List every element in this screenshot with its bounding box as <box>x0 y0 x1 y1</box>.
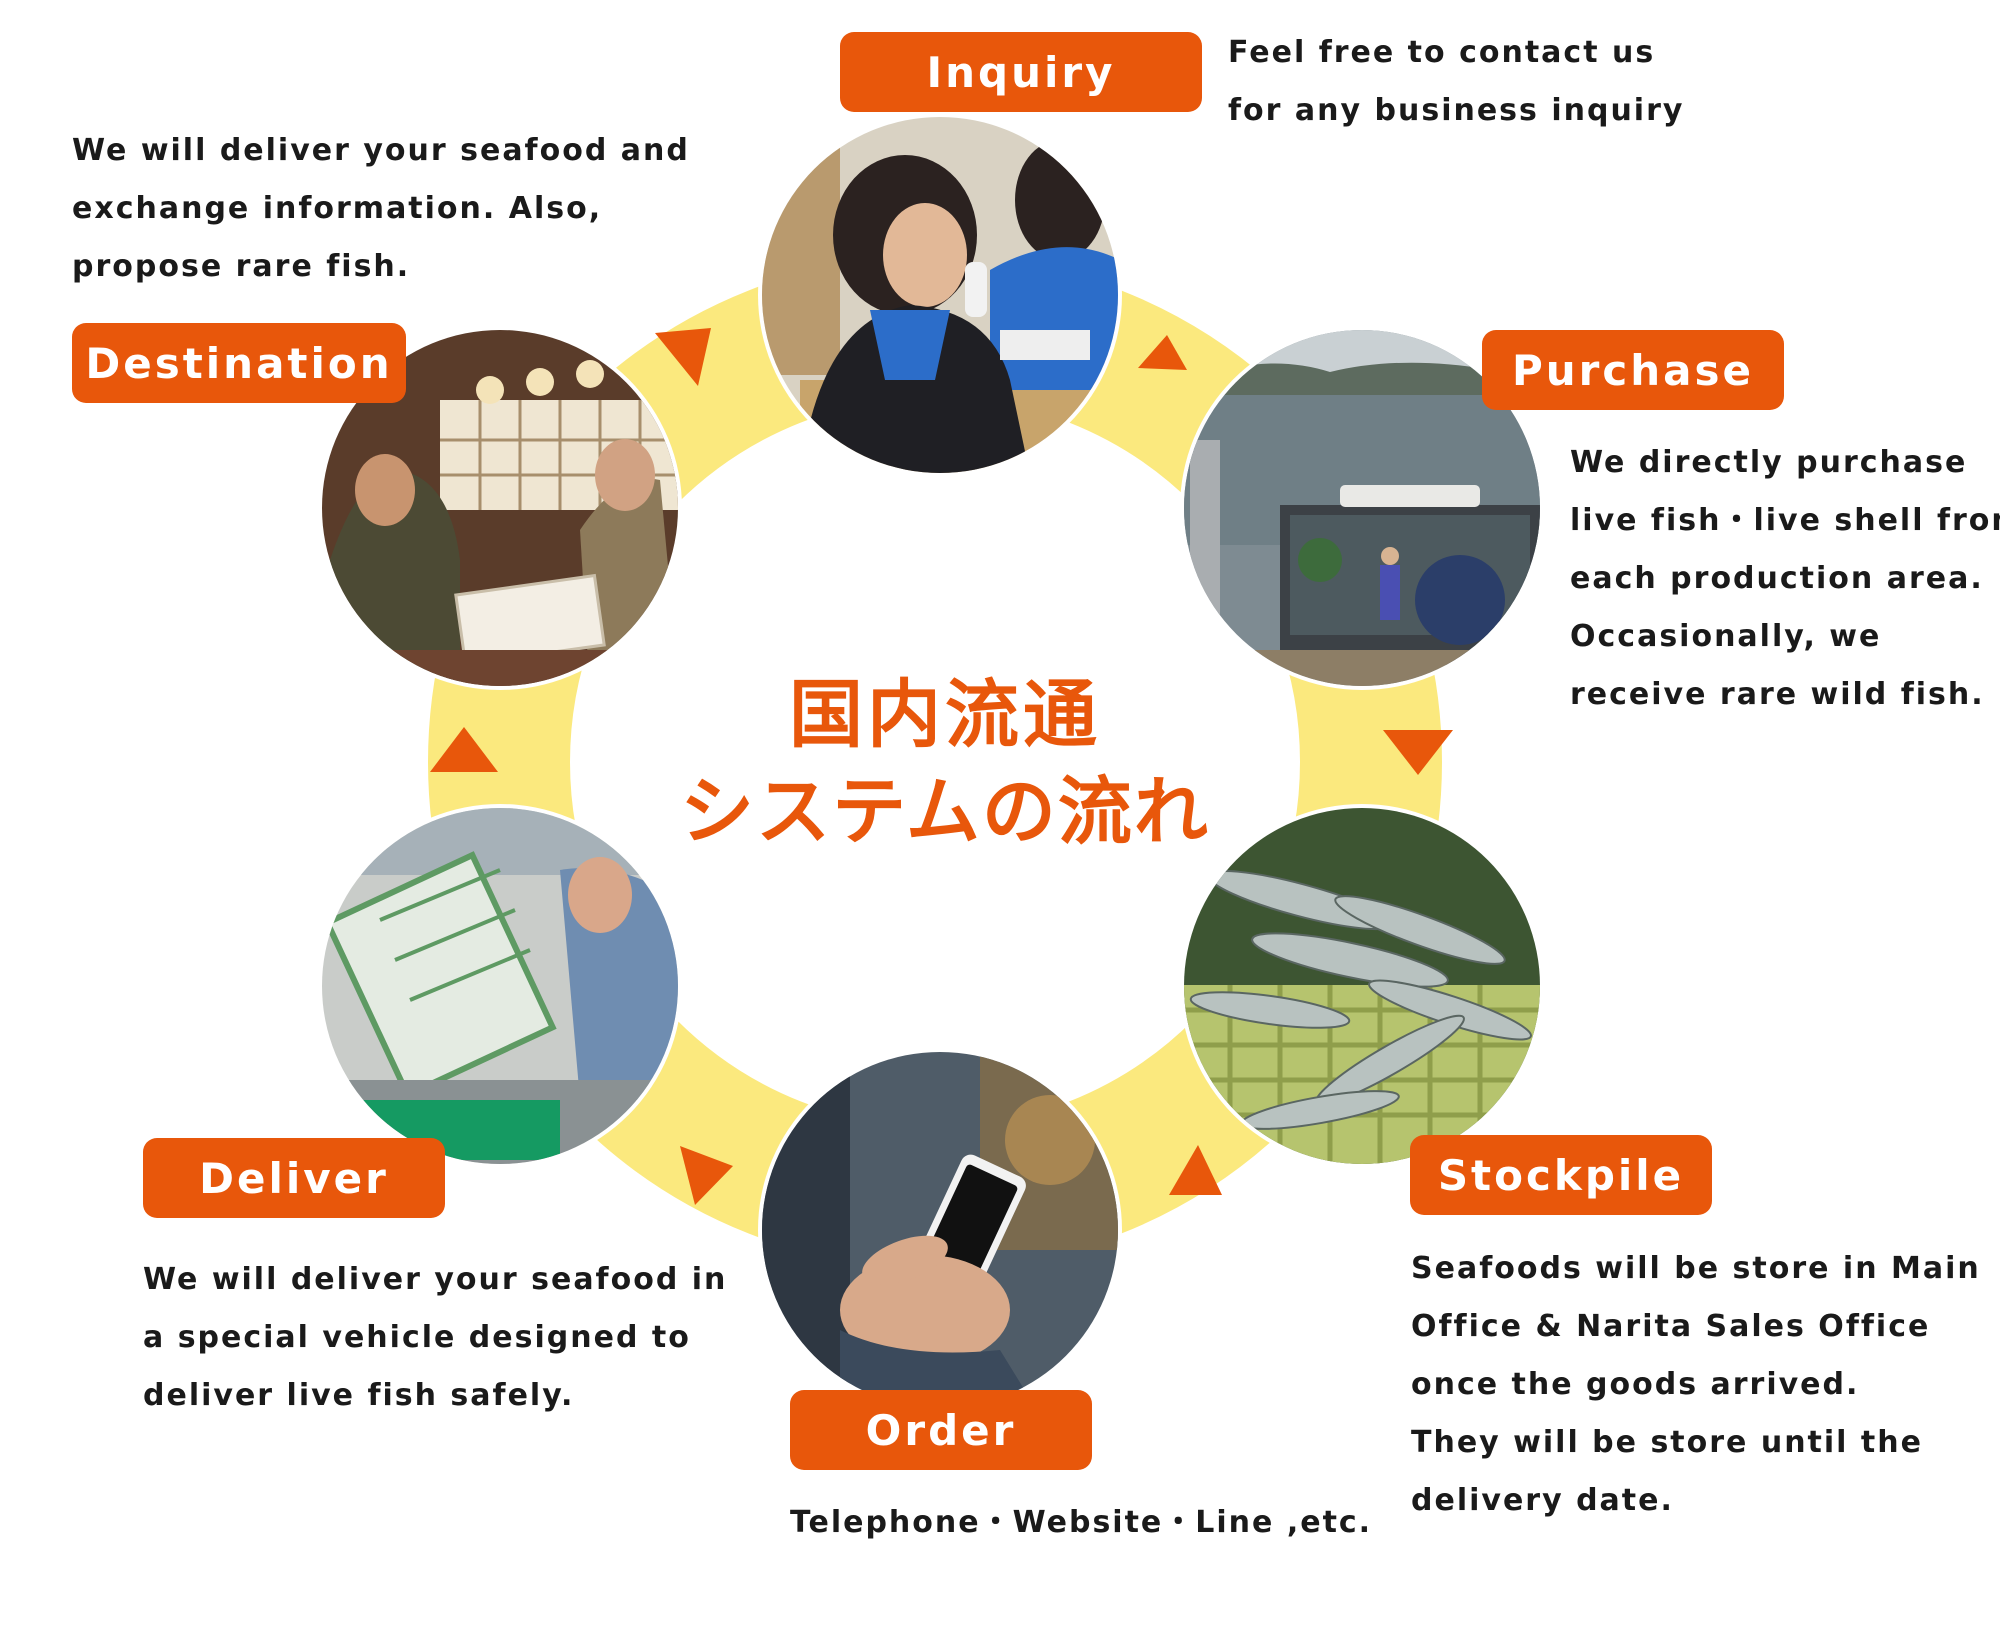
step-description-stockpile: Seafoods will be store in Main Office & … <box>1411 1251 1981 1518</box>
arrow-icon <box>1383 730 1453 775</box>
inquiry-photo <box>758 113 1122 477</box>
arrow-icon <box>1169 1145 1222 1195</box>
arrow-icon <box>655 328 711 386</box>
arrow-icon <box>1138 335 1187 370</box>
step-label-purchase: Purchase <box>1482 330 1784 410</box>
step-label-inquiry: Inquiry <box>840 32 1202 112</box>
step-label-destination: Destination <box>72 323 406 403</box>
step-label-order: Order <box>790 1390 1092 1470</box>
diagram-title-line2: システムの流れ <box>680 769 1210 855</box>
step-label-stockpile: Stockpile <box>1410 1135 1712 1215</box>
arrow-icon <box>430 727 498 772</box>
diagram-title-line1: 国内流通 <box>789 672 1101 758</box>
step-description-purchase: We directly purchase live fish・live shel… <box>1570 445 2000 712</box>
step-description-order: Telephone・Website・Line ,etc. <box>790 1505 1373 1540</box>
step-description-inquiry: Feel free to contact us for any business… <box>1228 35 1685 128</box>
step-label-deliver: Deliver <box>143 1138 445 1218</box>
step-description-deliver: We will deliver your seafood in a specia… <box>143 1262 728 1413</box>
arrow-icon <box>680 1146 733 1205</box>
order-photo <box>758 1048 1122 1412</box>
step-description-destination: We will deliver your seafood and exchang… <box>72 133 690 284</box>
